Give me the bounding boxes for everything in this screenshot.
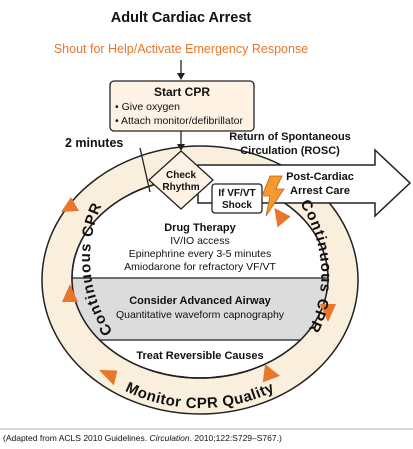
post-arrest-line-1: Post-Cardiac — [286, 171, 354, 183]
start-cpr-box — [109, 80, 255, 132]
post-arrest-line-2: Arrest Care — [290, 185, 350, 197]
shock-box-line-1: If VF/VT — [218, 188, 255, 199]
airway-heading: Consider Advanced Airway — [129, 295, 271, 307]
diagram-title: Adult Cardiac Arrest — [111, 10, 252, 26]
drug-therapy-line-3: Amiodarone for refractory VF/VT — [124, 261, 276, 273]
citation-suffix: . 2010;122:S729–S767.) — [189, 433, 282, 443]
rosc-label-line-1: Return of Spontaneous — [229, 131, 351, 143]
shout-text: Shout for Help/Activate Emergency Respon… — [54, 42, 308, 56]
cycle-arrow-lower-right — [262, 364, 281, 383]
cycle-arrow-upper-left — [61, 197, 79, 212]
airway-band — [72, 278, 328, 340]
start-cpr-bullet-2: • Attach monitor/defibrillator — [115, 115, 243, 127]
cycle-arrow-upper-right — [274, 207, 291, 228]
drug-therapy-line-1: IV/IO access — [170, 235, 230, 247]
check-rhythm-diamond — [148, 150, 214, 210]
cycle-arrow-left — [62, 284, 78, 302]
arrowhead-shout — [177, 73, 185, 80]
citation: (Adapted from ACLS 2010 Guidelines. Circ… — [3, 433, 282, 443]
shock-box-line-2: Shock — [222, 200, 252, 211]
check-rhythm-line-1: Check — [166, 170, 196, 181]
rosc-label-line-2: Circulation (ROSC) — [240, 145, 340, 157]
shock-box — [211, 183, 263, 214]
start-cpr-bullet-1: • Give oxygen — [115, 101, 180, 113]
citation-journal: Circulation — [149, 433, 190, 443]
two-minutes-label: 2 minutes — [65, 136, 123, 150]
airway-line: Quantitative waveform capnography — [116, 309, 285, 321]
drug-therapy-line-2: Epinephrine every 3-5 minutes — [129, 248, 271, 260]
two-minutes-pointer — [139, 147, 151, 193]
drug-therapy-heading: Drug Therapy — [164, 222, 236, 234]
arrowhead-check — [177, 144, 185, 151]
lightning-bolt-icon — [261, 175, 285, 217]
start-cpr-heading: Start CPR — [154, 85, 210, 99]
check-rhythm-line-2: Rhythm — [162, 182, 199, 193]
citation-prefix: (Adapted from ACLS 2010 Guidelines. — [3, 433, 150, 443]
cycle-arrow-right — [320, 304, 336, 322]
reversible-causes: Treat Reversible Causes — [136, 350, 263, 362]
cycle-arrow-lower-left — [98, 369, 118, 386]
